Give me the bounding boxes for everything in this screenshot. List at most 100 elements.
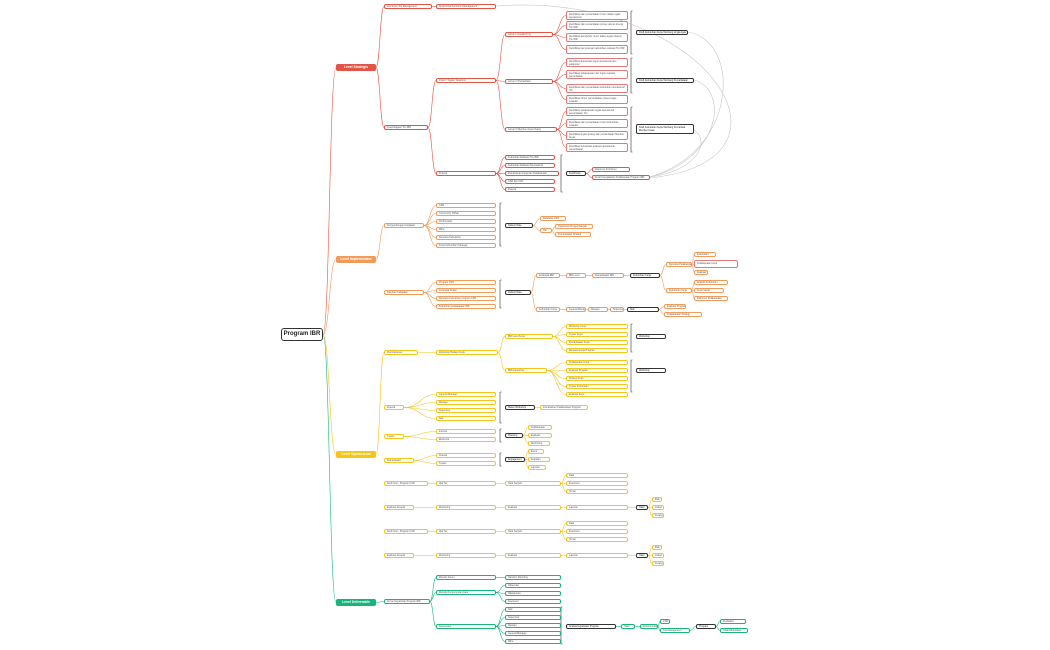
node-ka[interactable]: Kebutuhan xyxy=(694,252,716,257)
node-w1[interactable]: Workshop Kerja xyxy=(566,324,628,329)
node-r4[interactable]: Identifikasi penyusunan kebutuhan evalua… xyxy=(566,45,628,54)
node-da[interactable]: Diskusi Data xyxy=(505,290,531,295)
level-deliverable[interactable]: Level Deliverable xyxy=(336,599,376,606)
node-r12[interactable]: Identifikasi kebutuhan evaluasi operasio… xyxy=(566,143,628,152)
node-w8[interactable]: Tujuan Kebutuhan xyxy=(566,384,628,389)
node-ep2[interactable]: Evaluasi xyxy=(505,505,561,510)
node-dl16[interactable]: Rekomendasi xyxy=(640,624,658,629)
node-dl14[interactable]: Analisa Kepatuhan Program xyxy=(566,624,616,629)
node-dk[interactable]: Kerangka IBR xyxy=(536,273,560,278)
node-dl9[interactable]: Staf xyxy=(505,607,561,612)
node-tt2[interactable]: Data Support xyxy=(505,481,561,486)
node-tu3[interactable]: Planning xyxy=(505,433,523,438)
node-w4[interactable]: Rencana Kerja Program xyxy=(566,348,628,353)
node-tv2[interactable]: Data Support xyxy=(505,529,561,534)
node-dl15[interactable]: Hasil xyxy=(621,624,635,629)
node-dl7[interactable]: Wawancara xyxy=(505,591,561,596)
node-dl1[interactable]: Survei Kepatuhan Program IBR xyxy=(384,599,430,604)
node-ds[interactable]: Diskusi Data xyxy=(505,223,533,228)
node-ep1[interactable]: Monitoring xyxy=(436,505,496,510)
node-kg[interactable]: Dokumen Pelaksanaan xyxy=(694,296,728,301)
node-i1[interactable]: Pengembangan Kebijakan xyxy=(384,223,424,228)
node-tt1[interactable]: Alat Tes xyxy=(436,481,496,486)
node-ds3[interactable]: Organisasi Pengembangan xyxy=(555,224,593,229)
root-node[interactable]: Program IBR xyxy=(281,328,323,341)
node-ke[interactable]: Analisis Kebutuhan xyxy=(694,280,728,285)
node-r2[interactable]: Identifikasi dan pemanfaatan proses ukur… xyxy=(566,21,628,30)
node-kb[interactable]: Pelaksanaan Kerja xyxy=(694,260,738,268)
node-pm2[interactable]: Tujuan xyxy=(436,461,496,466)
node-tu5[interactable]: Evaluasi xyxy=(528,433,552,438)
node-ds4[interactable]: Pemanfaatan Strategi xyxy=(555,232,591,237)
node-t7[interactable]: Group 3 (Member Areas Team) xyxy=(505,127,557,132)
node-b3[interactable]: Rencana Kebutuhan program CSR xyxy=(436,296,496,301)
level-implementasi[interactable]: Level Implementasi xyxy=(336,256,376,263)
node-mw1[interactable]: Pemahaman Pelaksanaan Program xyxy=(540,405,588,410)
node-r10[interactable]: Identifikasi dan pemanfaatan Unsur kebut… xyxy=(566,119,628,128)
node-pm3[interactable]: Engagement xyxy=(505,457,525,462)
node-w6[interactable]: Evaluasi Program xyxy=(566,368,628,373)
node-eq4[interactable]: Hasil xyxy=(636,553,648,558)
node-b2[interactable]: Kerangka Sosial xyxy=(436,288,496,293)
node-dl[interactable]: IBR Level xyxy=(566,273,586,278)
node-eq2[interactable]: Evaluasi xyxy=(505,553,561,558)
node-pg2[interactable]: IBR Kebutuhan xyxy=(505,368,547,373)
node-pm5[interactable]: Kegiatan xyxy=(528,457,550,462)
node-op1[interactable]: Pemrograman xyxy=(384,350,418,355)
node-kf[interactable]: Kerja Sosial xyxy=(694,288,724,293)
node-t6[interactable]: Group 2 (Pemanfaat) xyxy=(505,79,553,84)
node-eq5[interactable]: Baik xyxy=(652,545,662,550)
node-i2[interactable]: Panduan Kebijakan xyxy=(384,290,424,295)
node-t5[interactable]: Group 1 (Kepala Tim) xyxy=(505,32,553,37)
node-mw[interactable]: Materi Workshop xyxy=(505,405,535,410)
node-kh[interactable]: Kebutuhan Kerja xyxy=(666,288,692,293)
node-eq6[interactable]: Cukup xyxy=(652,553,664,558)
node-dq[interactable]: General Manager xyxy=(566,307,586,312)
node-pm4[interactable]: Event xyxy=(528,449,544,454)
node-dr[interactable]: Manajer xyxy=(588,307,608,312)
node-eq7[interactable]: Kurang xyxy=(652,561,664,566)
node-t3[interactable]: Kelembagaan Tim IBR xyxy=(384,125,428,130)
node-kk[interactable]: Pelaksanaan Strategi xyxy=(664,312,702,317)
node-dl12[interactable]: General Manager xyxy=(505,631,561,636)
node-pp1[interactable]: General Manager xyxy=(436,392,496,397)
node-dl13[interactable]: Mitra xyxy=(505,639,561,644)
node-r1[interactable]: Identifikasi dan pemanfaatan Unsur dalam… xyxy=(566,11,628,20)
node-r5[interactable]: Identifikasi kebutuhan tugas operasional… xyxy=(566,58,628,67)
node-ep7[interactable]: Kurang xyxy=(652,513,664,518)
node-dl4[interactable]: Responden xyxy=(436,624,496,629)
node-wo1[interactable]: Workshop xyxy=(636,334,666,339)
node-r8[interactable]: Identifikasi Unsur pemanfaatan proses tu… xyxy=(566,95,628,104)
node-dl5[interactable]: Random Sampling xyxy=(505,575,561,580)
node-k2[interactable]: Surat Kesepakatan Pelaksanaan Program IB… xyxy=(592,175,650,180)
node-pp2[interactable]: Manajer xyxy=(436,400,496,405)
node-t4[interactable]: Posisi / Tugas / Deskripsi xyxy=(436,78,496,83)
node-k1[interactable]: Dokumen Komitmen xyxy=(592,167,630,172)
node-pg1[interactable]: IBR Level Kerja xyxy=(505,334,553,339)
node-b1[interactable]: Program CSR xyxy=(436,280,496,285)
node-w3[interactable]: Pemanfaatan Kerja xyxy=(566,340,628,345)
node-a4[interactable]: Mitra xyxy=(436,227,496,232)
node-dl18[interactable]: Top Management xyxy=(660,628,690,633)
node-pb[interactable]: Kebutuhan Evaluasi Operasional xyxy=(505,163,555,168)
node-dl2[interactable]: Metode Survei xyxy=(436,575,496,580)
node-tv4[interactable]: Kuesioner xyxy=(566,529,628,534)
node-eq3[interactable]: Laporan xyxy=(566,553,628,558)
node-tv5[interactable]: Survei xyxy=(566,537,628,542)
node-dn[interactable]: Kebutuhan Kerja xyxy=(630,273,660,278)
node-kd[interactable]: Rencana Pelaksanaan xyxy=(666,262,692,267)
node-dl20[interactable]: Perbaikan xyxy=(720,619,746,624)
level-strategis[interactable]: Level Strategis xyxy=(336,64,376,71)
node-pf[interactable]: Peserta xyxy=(505,187,555,192)
node-w5[interactable]: Pelaksanaan Kerja xyxy=(566,360,628,365)
node-op4[interactable]: Tujuan xyxy=(384,434,404,439)
node-dl19[interactable]: Program xyxy=(696,624,716,629)
node-op7[interactable]: Evaluasi Peserta xyxy=(384,505,414,510)
node-pm6[interactable]: Laporan xyxy=(528,465,546,470)
node-dv[interactable]: Kebutuhan Kerja xyxy=(536,307,560,312)
node-w7[interactable]: Strategi Kerja xyxy=(566,376,628,381)
node-kc[interactable]: Evaluasi Kebutuhan xyxy=(694,270,708,275)
node-pd[interactable]: CSR dan CSV xyxy=(505,179,555,184)
node-dl10[interactable]: Supervisor xyxy=(505,615,561,620)
node-o3[interactable]: Draft Kebutuhan Kerja Tambang Pemanfaat … xyxy=(636,124,694,134)
